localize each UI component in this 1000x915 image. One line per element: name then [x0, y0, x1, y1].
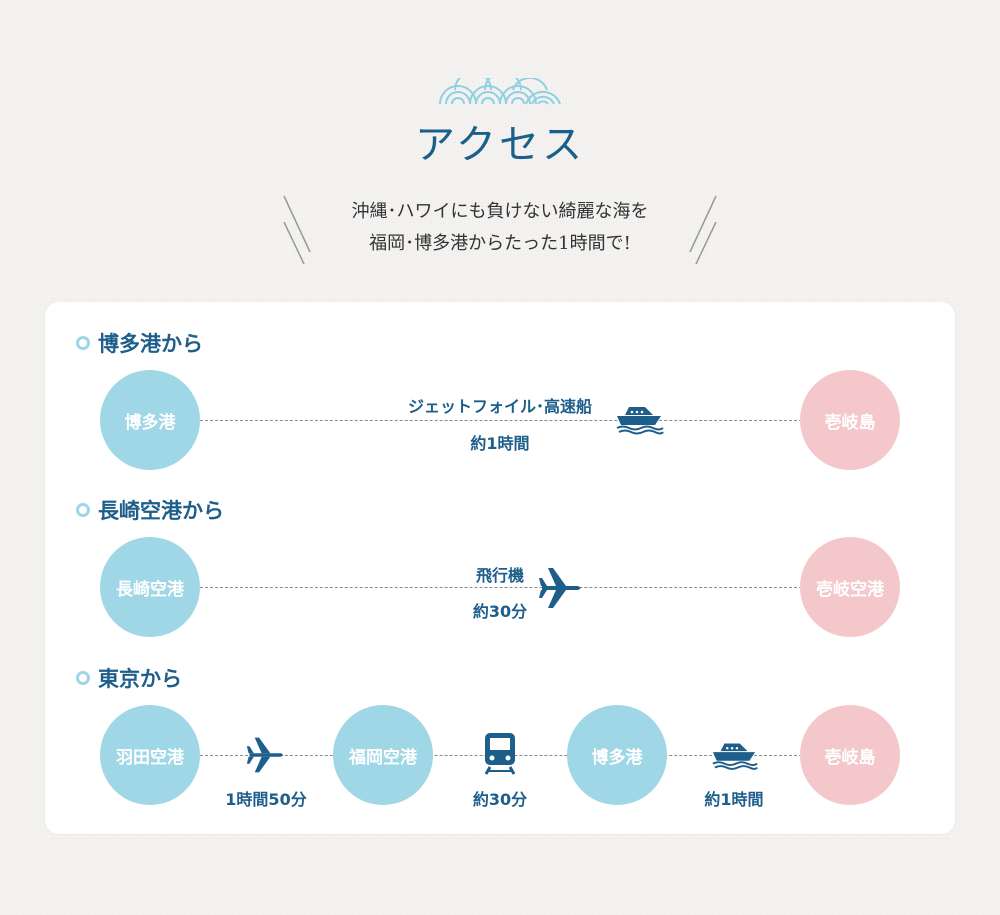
duration-label: 約30分	[472, 602, 528, 621]
destination-circle: 壱岐空港	[800, 537, 900, 637]
wave-icon	[439, 78, 561, 105]
leg-duration-1: 1時間50分	[225, 790, 307, 809]
origin-label: 博多港	[124, 412, 176, 433]
mode-label: 飛行機	[475, 566, 524, 585]
tagline: 沖縄･ハワイにも負けない綺麗な海を 福岡･博多港からたった1時間で!	[250, 196, 750, 260]
plane-icon	[246, 737, 283, 773]
section-title-nagasaki: 長崎空港から	[76, 497, 224, 525]
origin-circle: 博多港	[100, 370, 200, 470]
ship-icon	[712, 743, 758, 770]
stop-label-3: 博多港	[591, 747, 643, 768]
stop-circle-3: 博多港	[567, 705, 667, 805]
destination-label: 壱岐空港	[816, 579, 884, 600]
ship-icon	[616, 407, 664, 435]
train-icon	[484, 733, 516, 775]
route-line	[200, 420, 802, 421]
section-title-hakata: 博多港から	[76, 330, 203, 358]
destination-circle: 壱岐島	[800, 705, 900, 805]
origin-circle: 長崎空港	[100, 537, 200, 637]
stop-circle-1: 羽田空港	[100, 705, 200, 805]
stop-label-2: 福岡空港	[349, 747, 417, 768]
section-title-text: 長崎空港から	[98, 499, 224, 523]
leg-duration-2: 約30分	[472, 790, 528, 809]
decorative-slash-right	[689, 195, 717, 265]
bullet-icon	[76, 503, 90, 517]
decorative-slash-left	[283, 195, 311, 265]
plane-icon	[539, 568, 581, 608]
destination-circle: 壱岐島	[800, 370, 900, 470]
leg-duration-3: 約1時間	[704, 790, 764, 809]
stop-circle-2: 福岡空港	[333, 705, 433, 805]
bullet-icon	[76, 336, 90, 350]
duration-label: 約1時間	[470, 434, 530, 453]
route-line	[200, 587, 802, 588]
section-title-text: 東京から	[98, 667, 182, 691]
section-title-text: 博多港から	[98, 332, 203, 356]
mode-label: ジェットフォイル･高速船	[407, 397, 592, 416]
origin-label: 長崎空港	[116, 579, 184, 600]
tagline-line-1: 沖縄･ハワイにも負けない綺麗な海を	[351, 201, 649, 222]
stop-label-4: 壱岐島	[824, 747, 876, 768]
bullet-icon	[76, 671, 90, 685]
stop-label-1: 羽田空港	[116, 747, 184, 768]
tagline-line-2: 福岡･博多港からたった1時間で!	[369, 233, 631, 254]
section-title-tokyo: 東京から	[76, 665, 182, 693]
destination-label: 壱岐島	[824, 412, 876, 433]
page-title: アクセス	[415, 122, 585, 168]
